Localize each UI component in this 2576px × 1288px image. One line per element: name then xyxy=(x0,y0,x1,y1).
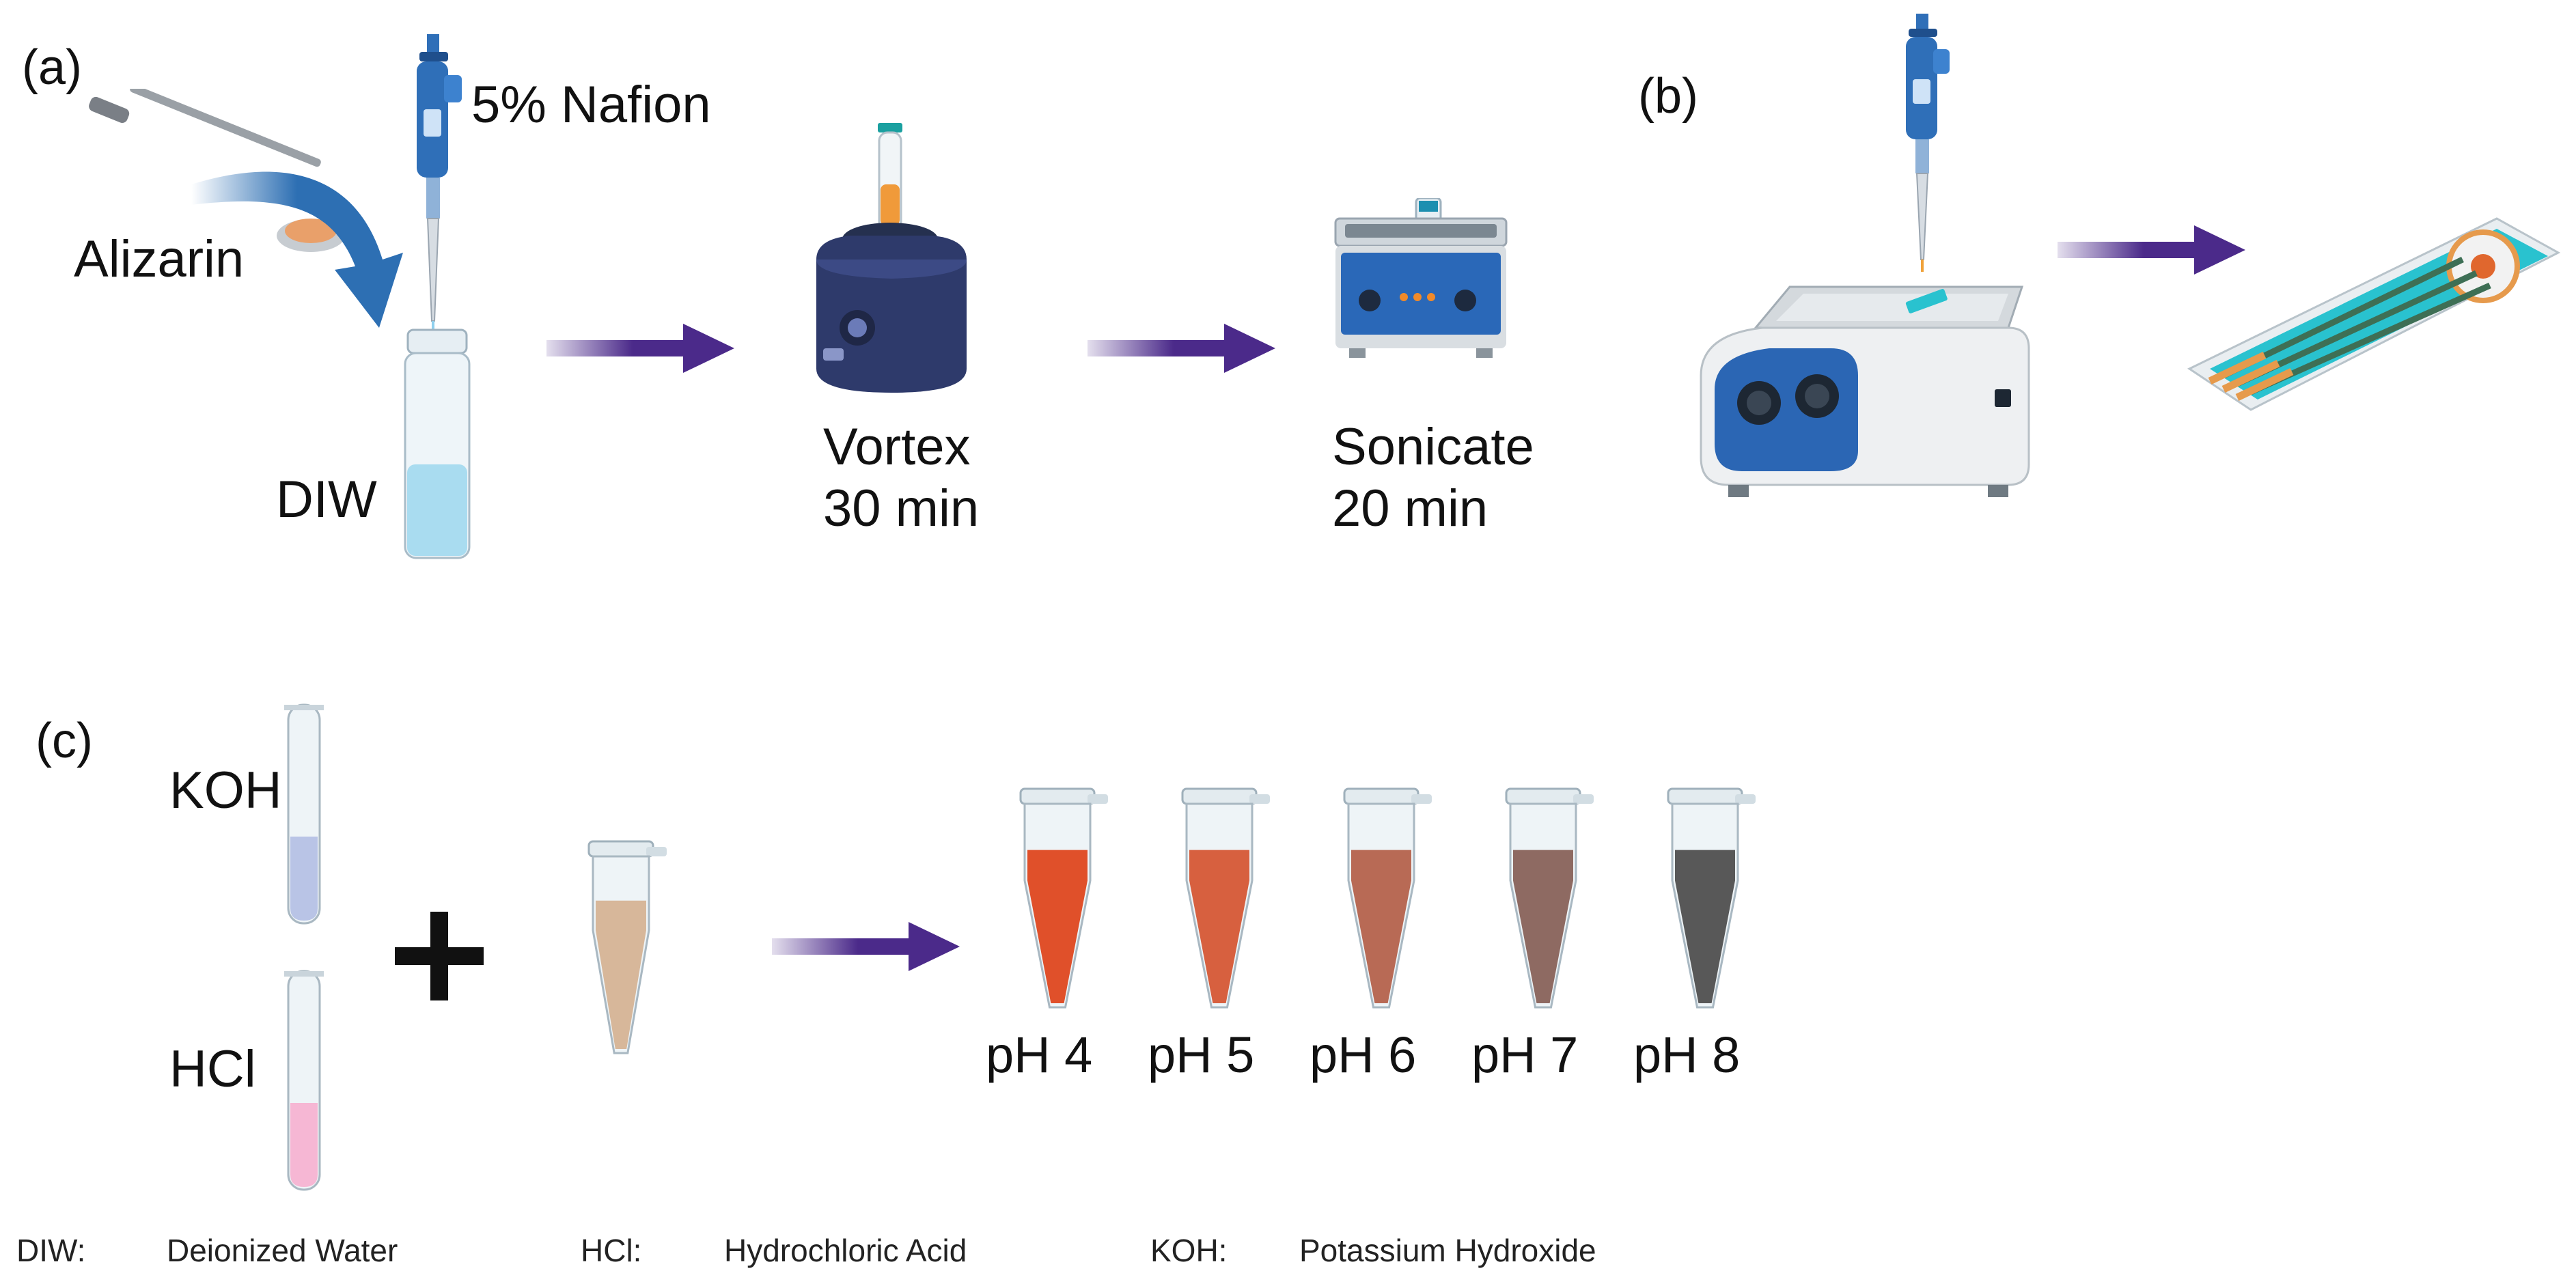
koh-label: KOH xyxy=(169,761,282,820)
vortex-mixer-icon xyxy=(816,123,967,393)
legend-koh-abbr: KOH: xyxy=(1150,1233,1228,1268)
microcentrifuge-tube-ph-8 xyxy=(1667,787,1756,1009)
sonicate-label-line1: Sonicate xyxy=(1332,418,1534,476)
ph-label-7: pH 7 xyxy=(1471,1026,1579,1083)
legend-hcl-full: Hydrochloric Acid xyxy=(724,1233,967,1268)
panel-label-c: (c) xyxy=(36,714,93,768)
microcentrifuge-tube-ph-6 xyxy=(1343,787,1432,1009)
alizarin-label: Alizarin xyxy=(74,230,245,288)
vortex-label-line1: Vortex xyxy=(823,418,971,476)
microcentrifuge-tube-ph-5 xyxy=(1181,787,1270,1009)
legend-diw-abbr: DIW: xyxy=(16,1233,86,1268)
sonicate-label: Sonicate 20 min xyxy=(1332,417,1534,540)
sonicator-icon xyxy=(1334,198,1508,358)
diw-label: DIW xyxy=(276,471,377,529)
curved-arrow-icon xyxy=(191,171,403,328)
pipette-icon xyxy=(1906,14,1950,272)
process-arrow-icon xyxy=(1088,324,1275,373)
hcl-label: HCl xyxy=(169,1040,256,1098)
test-tube-icon xyxy=(284,970,324,1191)
ph-label-5: pH 5 xyxy=(1148,1026,1255,1083)
microcentrifuge-tube-ph-4 xyxy=(1019,787,1108,1009)
process-arrow-icon xyxy=(772,922,960,971)
sonicate-label-line2: 20 min xyxy=(1332,479,1488,537)
test-tube-icon xyxy=(284,703,324,925)
microcentrifuge-tube-mixture xyxy=(587,840,667,1054)
vortex-label-line2: 30 min xyxy=(823,479,980,537)
nafion-label: 5% Nafion xyxy=(471,76,711,134)
ph-label-8: pH 8 xyxy=(1633,1026,1741,1083)
hotplate-icon xyxy=(1700,285,2030,497)
ph-label-6: pH 6 xyxy=(1310,1026,1417,1083)
microcentrifuge-tube-ph-7 xyxy=(1505,787,1594,1009)
plus-icon xyxy=(395,912,484,1000)
ph-label-4: pH 4 xyxy=(986,1026,1093,1083)
legend-koh-full: Potassium Hydroxide xyxy=(1299,1233,1596,1268)
legend-hcl-abbr: HCl: xyxy=(581,1233,642,1268)
legend-diw-full: Deionized Water xyxy=(167,1233,398,1268)
vial-icon xyxy=(404,328,471,559)
panel-label-a: (a) xyxy=(22,40,82,95)
screen-printed-electrode-icon xyxy=(2187,217,2561,411)
process-arrow-icon xyxy=(2058,225,2245,275)
vortex-label: Vortex 30 min xyxy=(823,417,979,540)
panel-label-b: (b) xyxy=(1638,69,1698,124)
spatula-icon xyxy=(89,89,345,252)
pipette-icon xyxy=(417,34,462,335)
process-arrow-icon xyxy=(546,324,734,373)
